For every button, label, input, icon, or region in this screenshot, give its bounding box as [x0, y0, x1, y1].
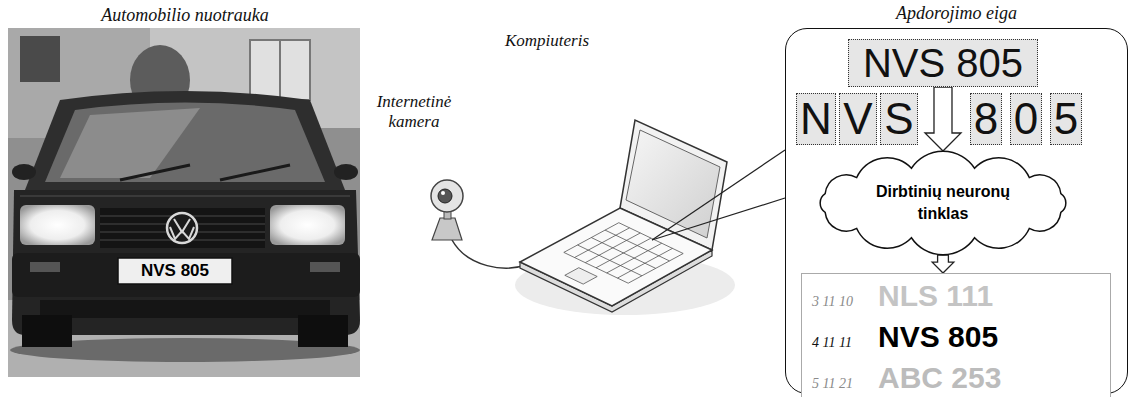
character-box: N	[796, 93, 836, 145]
laptop	[596, 238, 651, 268]
car-photo	[8, 28, 360, 377]
car-photo	[22, 315, 72, 347]
laptop	[564, 223, 619, 253]
result-text: ABC 253	[878, 360, 1100, 395]
neural-network-cloud: Dirbtinių neuronų tinklas	[803, 149, 1083, 257]
webcam-label: Internetinė kamera	[366, 92, 462, 134]
car-photo	[167, 213, 197, 243]
car-photo	[12, 190, 360, 335]
character-box: V	[839, 93, 876, 145]
laptop	[564, 223, 683, 284]
plate-text: NVS 805	[863, 40, 1023, 86]
license-plate-text: NVS 805	[118, 258, 232, 284]
character: 0	[1014, 94, 1038, 144]
result-text: 3 11 10	[812, 284, 878, 319]
laptop	[515, 120, 735, 315]
car-photo	[220, 165, 290, 180]
result-list: 3 11 10NLS 1114 11 11NVS 8055 11 21ABC 2…	[801, 273, 1111, 397]
flow-arrow	[925, 87, 961, 151]
character: S	[884, 94, 913, 144]
character-box: 5	[1050, 93, 1082, 145]
webcam	[432, 218, 462, 240]
laptop	[520, 208, 712, 306]
result-text: NVS 805	[878, 319, 1100, 354]
flow-arrow	[932, 255, 954, 273]
webcam	[441, 191, 445, 195]
character-box: 0	[1010, 93, 1042, 145]
car-photo	[334, 164, 358, 180]
character: V	[843, 94, 872, 144]
character-box: S	[880, 93, 917, 145]
callout-leader	[652, 150, 785, 240]
car-photo	[310, 262, 340, 272]
car-photo	[20, 205, 95, 245]
car-photo	[8, 300, 360, 377]
car-photo	[279, 40, 281, 100]
computer-label: Kompiuteris	[492, 30, 602, 52]
car-photo	[45, 103, 325, 183]
car-photo	[250, 40, 310, 100]
car-photo	[20, 195, 350, 197]
car-photo	[12, 253, 360, 297]
car-photo	[100, 208, 265, 248]
callout-leader	[652, 150, 785, 240]
laptop	[607, 243, 662, 273]
result-text: NLS 111	[878, 278, 1100, 313]
laptop	[628, 254, 683, 284]
car-photo	[25, 91, 345, 190]
cloud-outline	[820, 151, 1066, 254]
character: 5	[1054, 94, 1078, 144]
car-photo	[40, 300, 330, 318]
webcam	[431, 180, 463, 212]
car-photo	[298, 315, 348, 347]
processing-panel: NVS 805NVS805Dirbtinių neuronų tinklas3 …	[785, 28, 1128, 394]
laptop	[575, 228, 630, 258]
character: N	[800, 94, 832, 144]
callout-leader	[652, 198, 785, 240]
laptop	[617, 248, 672, 278]
car-photo	[12, 164, 36, 180]
car-photo	[30, 262, 60, 272]
result-text: 4 11 11	[812, 325, 878, 360]
panel-heading: Apdorojimo eiga	[786, 2, 1127, 24]
car-photo	[118, 258, 232, 284]
photo-caption: Automobilio nuotrauka	[20, 4, 350, 26]
webcam	[438, 189, 452, 203]
webcam	[431, 180, 526, 268]
cloud-outline	[803, 149, 1083, 257]
cloud-label: Dirbtinių neuronų tinklas	[858, 181, 1028, 225]
webcam	[452, 240, 526, 268]
laptop	[585, 233, 640, 263]
laptop	[565, 268, 597, 284]
character: 8	[974, 94, 998, 144]
character-box: 8	[970, 93, 1002, 145]
plate-box: NVS 805	[848, 39, 1038, 87]
car-photo	[20, 36, 60, 82]
result-text: 5 11 21	[812, 366, 878, 397]
car-photo	[8, 28, 360, 377]
car-photo	[270, 205, 345, 245]
car-photo	[120, 165, 190, 180]
car-photo	[170, 227, 194, 239]
